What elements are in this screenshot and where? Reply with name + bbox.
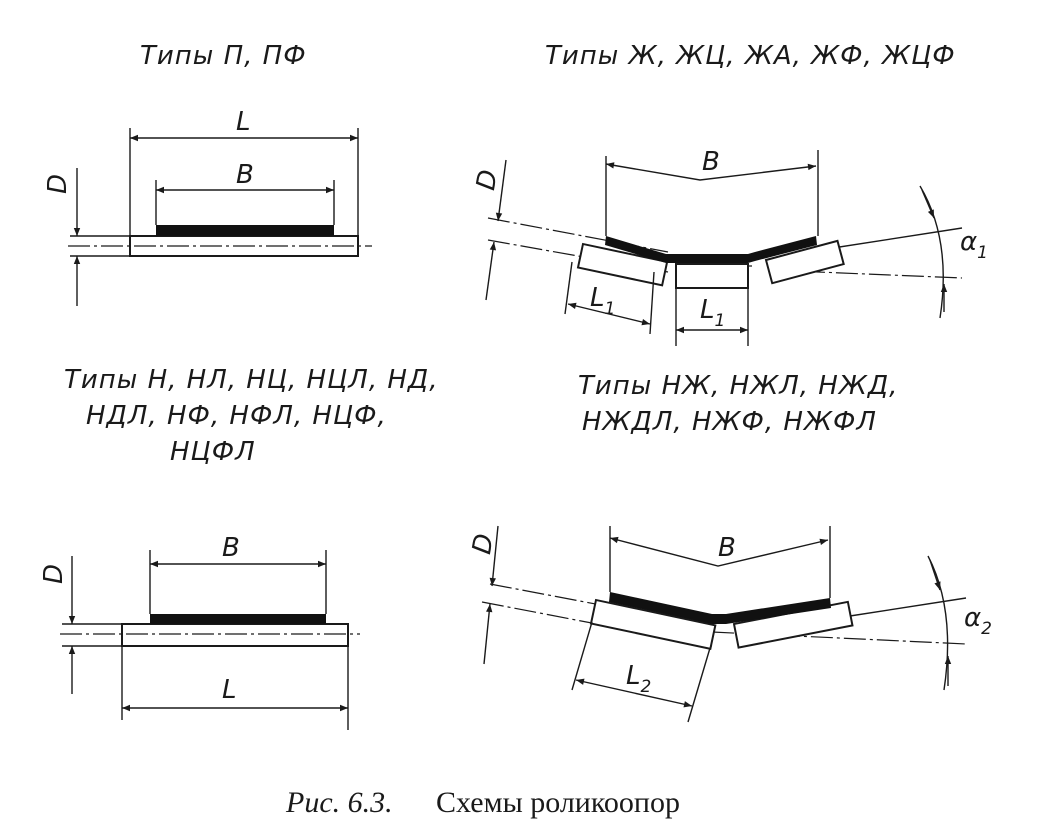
caption-text: Схемы роликоопор [436, 786, 680, 819]
dim-label-D: D [39, 564, 69, 584]
angle-arrow [921, 189, 935, 219]
heading-zh: Типы Ж, ЖЦ, ЖА, ЖФ, ЖЦФ [545, 41, 956, 71]
angle-label-alpha: α2 [964, 603, 992, 639]
angle-arrow [929, 559, 941, 591]
heading-n-line1: Типы Н, НЛ, НЦ, НЦЛ, НД, [64, 365, 439, 395]
roller-right [764, 239, 845, 285]
heading-nzh-line2: НЖДЛ, НЖФ, НЖФЛ [582, 407, 877, 437]
dim-label-L: L1 [590, 283, 615, 319]
ext-line [564, 261, 573, 315]
angle-arc [927, 555, 949, 691]
angle-label-alpha: α1 [960, 227, 988, 263]
dim-label-B: B [222, 533, 240, 563]
figure-caption: Рис. 6.3. Схемы роликоопор [285, 786, 680, 819]
heading-p: Типы П, ПФ [140, 41, 307, 71]
heading-n-line3: НЦФЛ [170, 437, 256, 467]
dim-line-L1 [567, 302, 651, 326]
dim-label-B: B [702, 147, 720, 177]
dim-label-L: L [222, 675, 237, 705]
dim-line-L2 [575, 678, 693, 708]
roller-axis-right [769, 269, 963, 279]
dim-label-L: L1 [700, 295, 725, 331]
dim-line-B [605, 162, 817, 181]
dim-label-D: D [471, 167, 504, 192]
roller-left [576, 242, 669, 287]
roller-center [675, 263, 749, 289]
dim-label-B: B [718, 533, 736, 563]
angle-ref-line [849, 597, 967, 617]
dim-label-D: D [467, 531, 500, 556]
dim-line-B [609, 536, 829, 567]
heading-nzh-line1: Типы НЖ, НЖЛ, НЖД, [578, 371, 898, 401]
belt-zh [605, 236, 817, 263]
dim-label-B: B [236, 160, 254, 190]
dim-line-D [485, 241, 497, 301]
diagram-n: Типы Н, НЛ, НЦ, НЦЛ, НД, НДЛ, НФ, НФЛ, Н… [39, 365, 439, 730]
roller-n [121, 623, 349, 647]
belt-p [156, 225, 334, 236]
diagram-nzh: Типы НЖ, НЖЛ, НЖД, НЖДЛ, НЖФ, НЖФЛ B L2 … [467, 371, 992, 723]
diagram-p: Типы П, ПФ L B D [43, 41, 372, 306]
diagram-zh: Типы Ж, ЖЦ, ЖА, ЖФ, ЖЦФ B L1 L1 D α1 [471, 41, 988, 346]
ext-line [571, 621, 593, 691]
ext-line [687, 647, 711, 723]
angle-arc [919, 185, 944, 319]
belt-nzh [609, 592, 831, 624]
roller-left [589, 598, 717, 651]
dim-line-D [489, 525, 499, 587]
heading-n-line2: НДЛ, НФ, НФЛ, НЦФ, [86, 401, 387, 431]
dim-line-D [483, 603, 493, 665]
dim-label-D: D [43, 174, 73, 194]
ext-line [649, 271, 655, 335]
dim-line-D [495, 159, 507, 222]
belt-n [150, 614, 326, 624]
dim-label-L: L [236, 107, 251, 137]
dim-label-L: L2 [626, 661, 651, 697]
caption-label: Рис. 6.3. [285, 786, 393, 819]
